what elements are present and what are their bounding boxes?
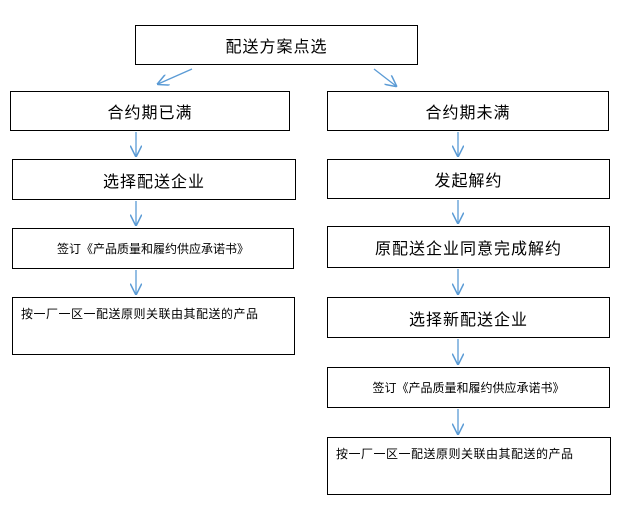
node-label: 合约期已满	[107, 103, 193, 122]
node-distribution-plan-select: 配送方案点选	[135, 25, 418, 65]
node-label: 签订《产品质量和履约供应承诺书》	[372, 381, 565, 395]
node-label: 原配送企业同意完成解约	[374, 239, 562, 258]
node-label: 签订《产品质量和履约供应承诺书》	[56, 242, 249, 256]
node-left-select-distributor: 选择配送企业	[12, 159, 296, 200]
node-label: 合约期未满	[425, 103, 511, 122]
node-right-select-new-distributor: 选择新配送企业	[327, 297, 610, 338]
arrow-top-to-left	[158, 68, 193, 84]
node-contract-not-expired: 合约期未满	[327, 91, 609, 131]
node-contract-expired: 合约期已满	[10, 91, 290, 131]
node-right-original-distributor-agrees: 原配送企业同意完成解约	[327, 226, 610, 268]
node-label: 按一厂一区一配送原则关联由其配送的产品	[336, 447, 574, 461]
node-label: 按一厂一区一配送原则关联由其配送的产品	[21, 307, 259, 321]
node-right-sign-commitment: 签订《产品质量和履约供应承诺书》	[327, 367, 610, 408]
node-left-sign-commitment: 签订《产品质量和履约供应承诺书》	[12, 228, 294, 269]
node-label: 选择新配送企业	[408, 309, 528, 329]
node-label: 配送方案点选	[225, 37, 328, 56]
node-right-link-products: 按一厂一区一配送原则关联由其配送的产品	[327, 437, 611, 495]
arrow-top-to-right	[373, 68, 396, 86]
node-left-link-products: 按一厂一区一配送原则关联由其配送的产品	[12, 297, 295, 355]
node-label: 发起解约	[434, 171, 503, 190]
node-label: 选择配送企业	[102, 171, 205, 191]
node-right-initiate-termination: 发起解约	[327, 159, 610, 199]
